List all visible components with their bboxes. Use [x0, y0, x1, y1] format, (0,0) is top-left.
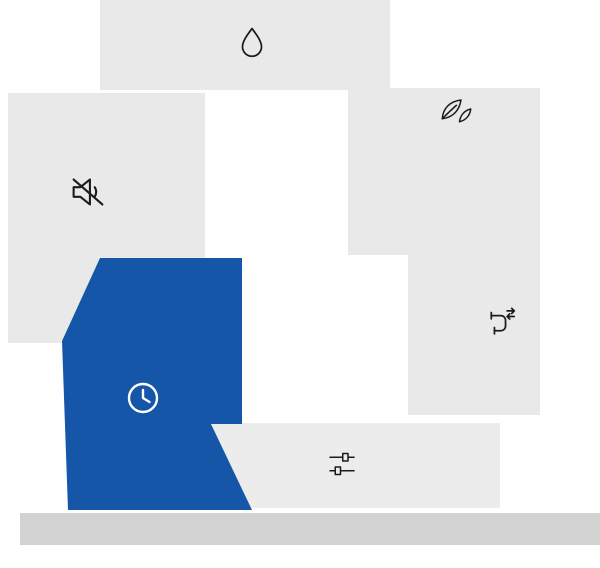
tile-hose[interactable] [408, 160, 540, 415]
water-drop-icon [233, 23, 271, 61]
sliders-icon [324, 446, 360, 482]
tile-water[interactable] [100, 0, 390, 90]
tile-settings[interactable] [210, 423, 500, 508]
highlight-shape-delay[interactable] [62, 258, 252, 510]
bottom-bar [20, 513, 600, 545]
eco-leaves-icon [437, 94, 473, 130]
hose-swap-icon [481, 303, 519, 341]
clock-icon [123, 378, 163, 418]
speaker-muted-icon [65, 169, 111, 215]
